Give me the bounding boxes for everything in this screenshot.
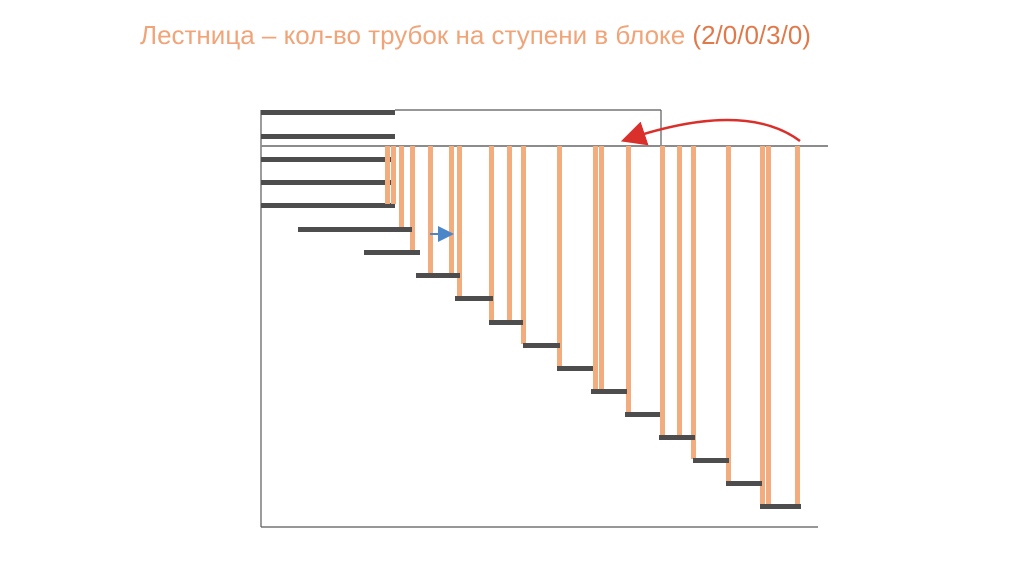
tread — [557, 366, 593, 371]
tube — [766, 146, 771, 505]
tube — [521, 146, 526, 344]
tubes — [385, 146, 800, 505]
tube — [399, 146, 404, 228]
tube — [795, 146, 800, 505]
stacked-treads — [261, 110, 395, 208]
tread — [726, 481, 762, 486]
tube — [457, 146, 462, 298]
tube — [626, 146, 631, 413]
tube — [489, 146, 494, 322]
diagonal-treads — [298, 227, 801, 509]
tread — [416, 273, 460, 278]
tube — [557, 146, 562, 367]
tube — [760, 146, 765, 505]
stacked-tread — [261, 180, 395, 185]
tread — [489, 320, 523, 325]
stacked-tread — [261, 110, 395, 115]
tube — [593, 146, 598, 390]
tube — [691, 146, 696, 459]
tube — [599, 146, 604, 390]
tube — [660, 146, 665, 436]
tube — [726, 146, 731, 482]
stacked-tread — [261, 134, 395, 139]
tread — [298, 227, 412, 232]
slide-title: Лестница – кол-во трубок на ступени в бл… — [140, 20, 811, 51]
title-code: (2/0/0/3/0) — [692, 20, 811, 50]
frame — [260, 109, 828, 528]
tube — [449, 146, 454, 274]
tread — [659, 435, 695, 440]
tube — [507, 146, 512, 322]
tread — [364, 250, 420, 255]
curved-arrow-left-icon — [620, 118, 801, 146]
tube — [410, 146, 415, 251]
tube — [428, 146, 433, 274]
title-main: Лестница – кол-во трубок на ступени в бл… — [140, 20, 686, 50]
tread — [625, 412, 660, 417]
tube — [385, 146, 390, 204]
tread — [523, 343, 560, 348]
tube — [677, 146, 682, 436]
stacked-tread — [261, 203, 395, 208]
tread — [693, 458, 729, 463]
tread — [760, 504, 801, 509]
tube — [391, 146, 396, 204]
tread — [591, 389, 627, 394]
stacked-tread — [261, 157, 395, 162]
tread — [455, 296, 493, 301]
